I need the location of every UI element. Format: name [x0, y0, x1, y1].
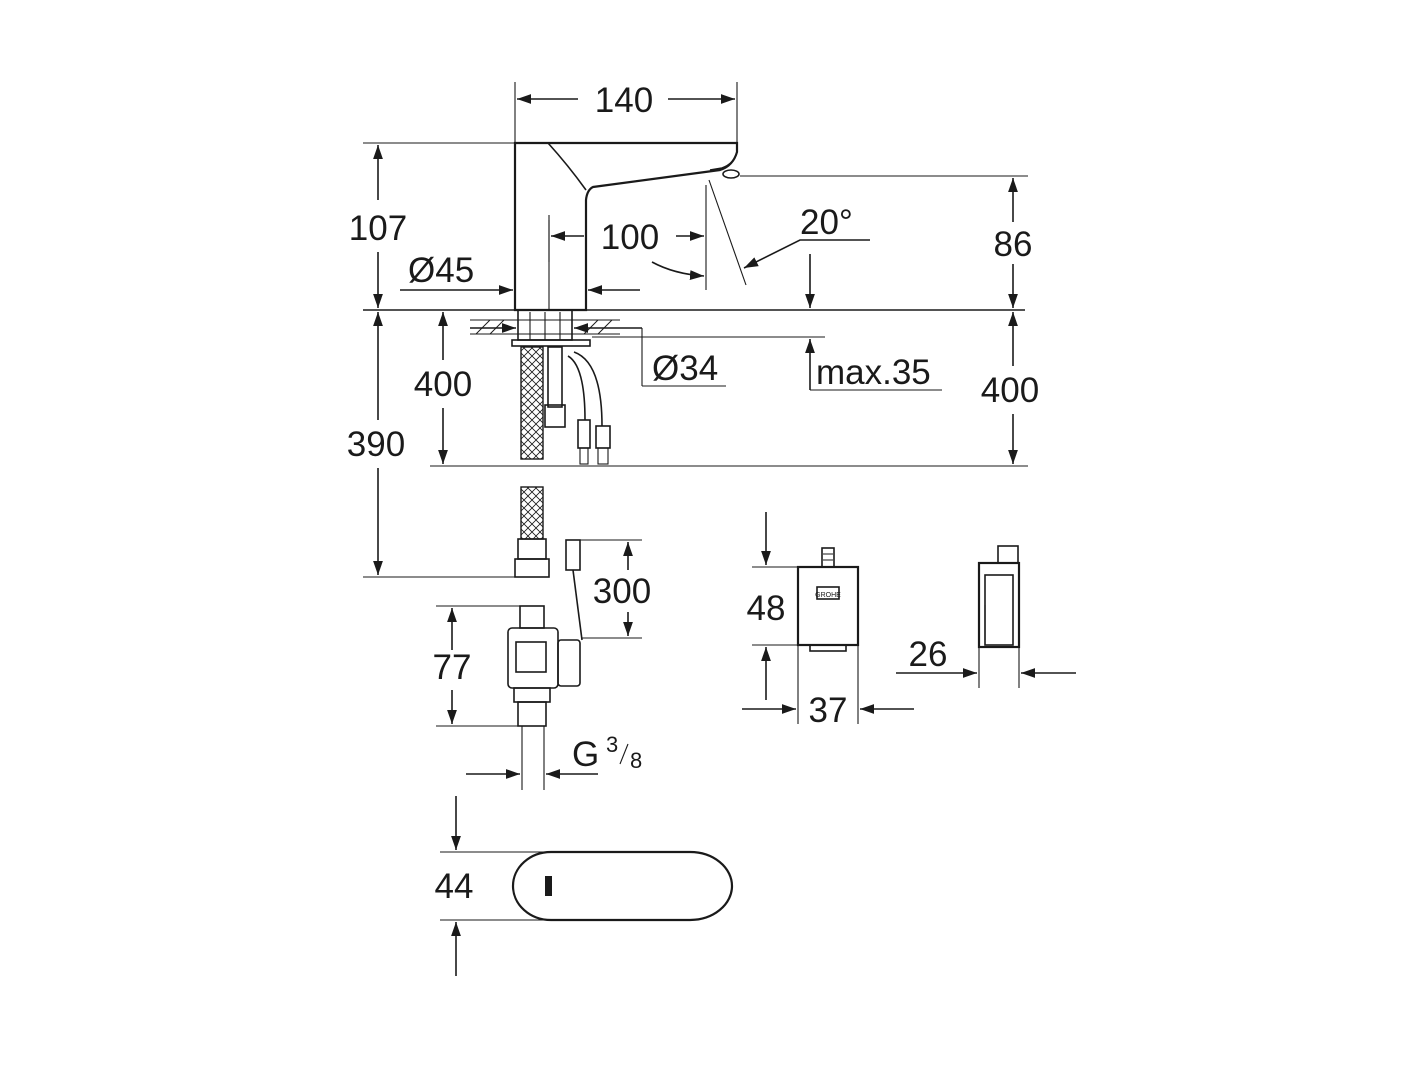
dim-86: 86 — [740, 175, 1033, 308]
svg-text:100: 100 — [601, 218, 659, 257]
svg-text:Ø34: Ø34 — [652, 349, 718, 388]
svg-text:140: 140 — [595, 81, 653, 120]
dim-thread-g38: G 3 8 — [466, 726, 642, 790]
svg-text:400: 400 — [414, 365, 472, 404]
solenoid-valve — [507, 539, 583, 727]
svg-text:37: 37 — [809, 691, 848, 730]
dim-107: 107 — [349, 142, 515, 308]
counter-section — [470, 309, 620, 347]
dim-77: 77 — [433, 605, 520, 727]
supply-hose-lower — [514, 486, 550, 578]
svg-text:8: 8 — [630, 748, 642, 773]
dim-400-right: 400 — [981, 312, 1039, 464]
grohe-logo: GROHE — [815, 592, 841, 599]
battery-box-side — [977, 545, 1021, 649]
sensor-front-view — [511, 850, 734, 922]
svg-text:44: 44 — [435, 867, 474, 906]
dim-44: 44 — [435, 796, 551, 976]
svg-text:max.35: max.35 — [816, 353, 931, 392]
battery-box-front: GROHE — [796, 547, 860, 652]
dim-100: 100 — [548, 185, 707, 290]
svg-text:48: 48 — [747, 589, 786, 628]
svg-text:107: 107 — [349, 209, 407, 248]
dim-37: 37 — [742, 645, 914, 730]
supply-hose-upper — [520, 346, 611, 465]
svg-text:26: 26 — [909, 635, 948, 674]
dim-140: 140 — [514, 81, 738, 143]
dim-48: 48 — [747, 512, 810, 700]
svg-text:Ø45: Ø45 — [408, 251, 474, 290]
dim-390: 390 — [347, 312, 515, 578]
svg-text:3: 3 — [606, 732, 618, 757]
svg-text:77: 77 — [433, 648, 472, 687]
svg-text:390: 390 — [347, 425, 405, 464]
dim-26: 26 — [896, 635, 1076, 688]
dim-300: 300 — [580, 539, 651, 639]
svg-text:20°: 20° — [800, 203, 853, 242]
dim-400-left: 400 — [414, 312, 1028, 467]
dim-angle-20: 20° — [651, 179, 870, 286]
svg-text:400: 400 — [981, 371, 1039, 410]
dim-diameter-34: Ø34 — [470, 323, 825, 388]
svg-text:86: 86 — [994, 225, 1033, 264]
dim-diameter-45: Ø45 — [400, 251, 640, 295]
svg-text:G: G — [572, 735, 599, 774]
svg-text:300: 300 — [593, 572, 651, 611]
dim-max-35: max.35 — [805, 254, 942, 392]
